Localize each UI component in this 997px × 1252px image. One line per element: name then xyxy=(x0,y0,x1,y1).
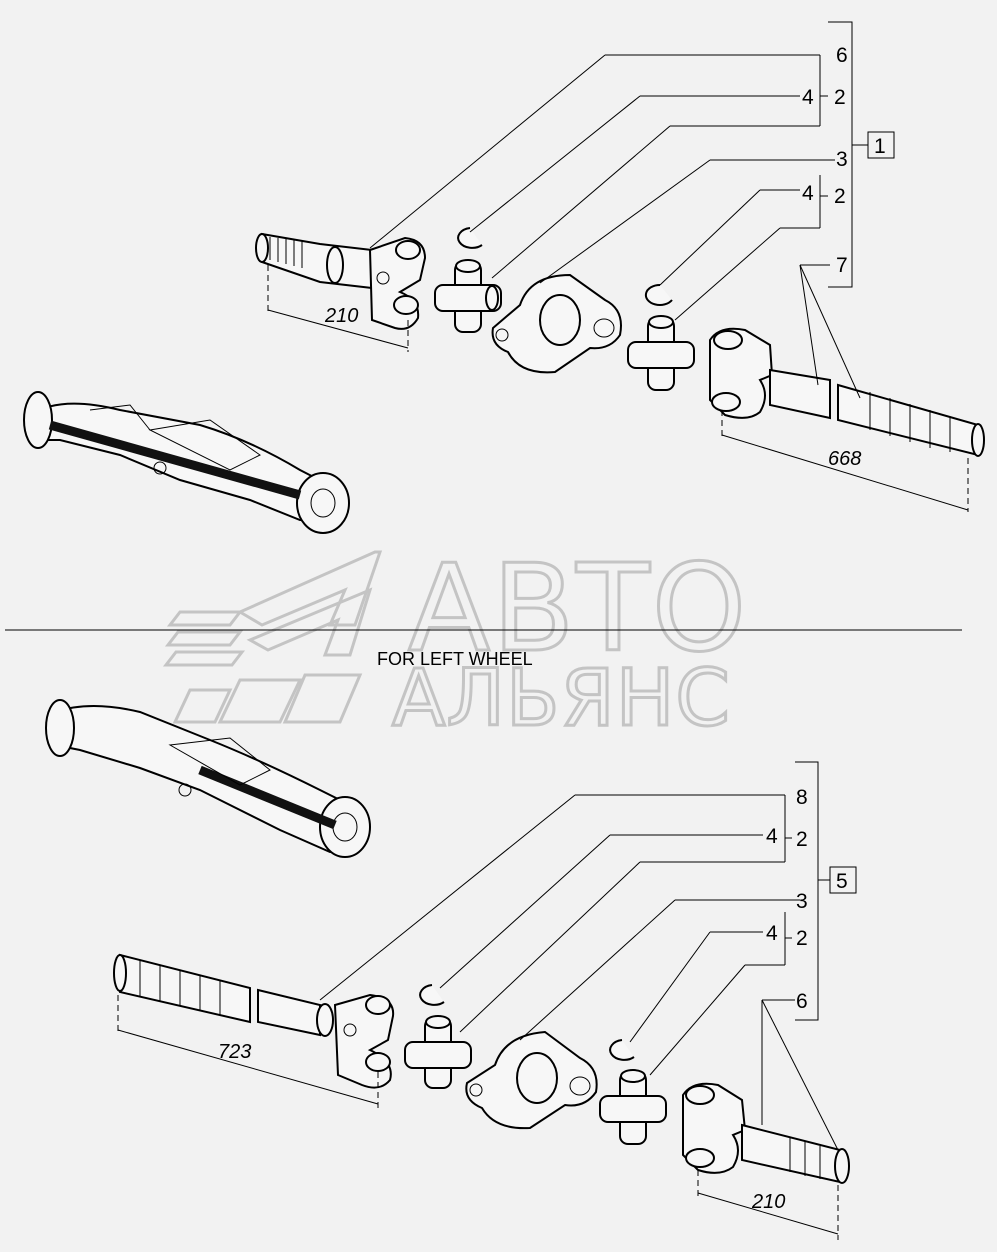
watermark: АВТО АЛЬЯНС xyxy=(162,539,748,746)
snap-ring-right-top xyxy=(644,283,673,306)
watermark-line2: АЛЬЯНС xyxy=(392,654,731,744)
axle-illustration-bottom xyxy=(45,699,371,858)
snap-ring-left-bottom xyxy=(419,984,445,1006)
dimension-right-top-label: 668 xyxy=(828,448,861,470)
leader-lines-bottom xyxy=(319,761,839,1151)
shaft-part8-bottom xyxy=(113,953,334,1037)
axle-illustration-top xyxy=(23,391,350,534)
center-housing-bottom xyxy=(465,1030,598,1130)
ujoint-cross-left-top xyxy=(434,259,502,333)
leader-lines-top xyxy=(369,21,868,399)
ujoint-cross-right-top xyxy=(627,315,695,391)
callout-bottom-4a: 4 xyxy=(766,825,778,848)
center-housing-top xyxy=(491,273,622,374)
callout-bottom-8: 8 xyxy=(796,786,808,809)
callout-bottom-2a: 2 xyxy=(796,828,808,851)
yoke-left-top xyxy=(368,236,427,330)
dimension-right-bottom-label: 210 xyxy=(751,1191,785,1213)
caption-for-left-wheel: FOR LEFT WHEEL xyxy=(377,649,533,669)
callout-bottom-3: 3 xyxy=(796,890,808,913)
ujoint-cross-right-bottom xyxy=(599,1069,667,1145)
callout-top-4b: 4 xyxy=(802,182,814,205)
watermark-line1: АВТО xyxy=(408,540,748,679)
dimension-left-bottom-label: 723 xyxy=(218,1041,251,1063)
watermark-logo-mark xyxy=(162,550,383,724)
group-ref-box-bottom xyxy=(829,866,857,894)
callout-bottom-6: 6 xyxy=(796,990,808,1013)
snap-ring-right-bottom xyxy=(609,1039,635,1061)
dimension-left-top: 210 xyxy=(267,265,409,352)
snap-ring-left-top xyxy=(457,227,483,249)
top-assembly: 210 668 xyxy=(23,21,985,534)
callout-top-3: 3 xyxy=(836,148,848,171)
callout-bottom-2b: 2 xyxy=(796,927,808,950)
dimension-right-top: 668 xyxy=(721,410,969,512)
callout-top-2b: 2 xyxy=(834,185,846,208)
bottom-assembly: 723 210 xyxy=(45,699,857,1240)
callout-bottom-4b: 4 xyxy=(766,922,778,945)
callout-top-4a: 4 xyxy=(802,86,814,109)
callouts-bottom: 8 4 2 3 4 2 6 5 xyxy=(766,786,857,1013)
callout-top-2a: 2 xyxy=(834,86,846,109)
shaft-part6-bottom xyxy=(682,1082,850,1184)
dimension-right-bottom: 210 xyxy=(697,1170,839,1240)
callouts-top: 6 4 2 3 4 2 7 1 xyxy=(802,44,895,277)
group-ref-bottom: 5 xyxy=(836,870,848,893)
ujoint-cross-left-bottom xyxy=(404,1015,472,1089)
shaft-part7-top xyxy=(709,327,985,457)
dimension-left-bottom: 723 xyxy=(117,995,379,1108)
callout-top-6: 6 xyxy=(836,44,848,67)
yoke-left-bottom xyxy=(333,993,395,1089)
group-ref-box-top xyxy=(867,131,895,159)
dimension-left-top-label: 210 xyxy=(324,305,358,327)
group-ref-top: 1 xyxy=(874,135,886,158)
shaft-part6-top xyxy=(255,232,373,290)
callout-top-7: 7 xyxy=(836,254,848,277)
